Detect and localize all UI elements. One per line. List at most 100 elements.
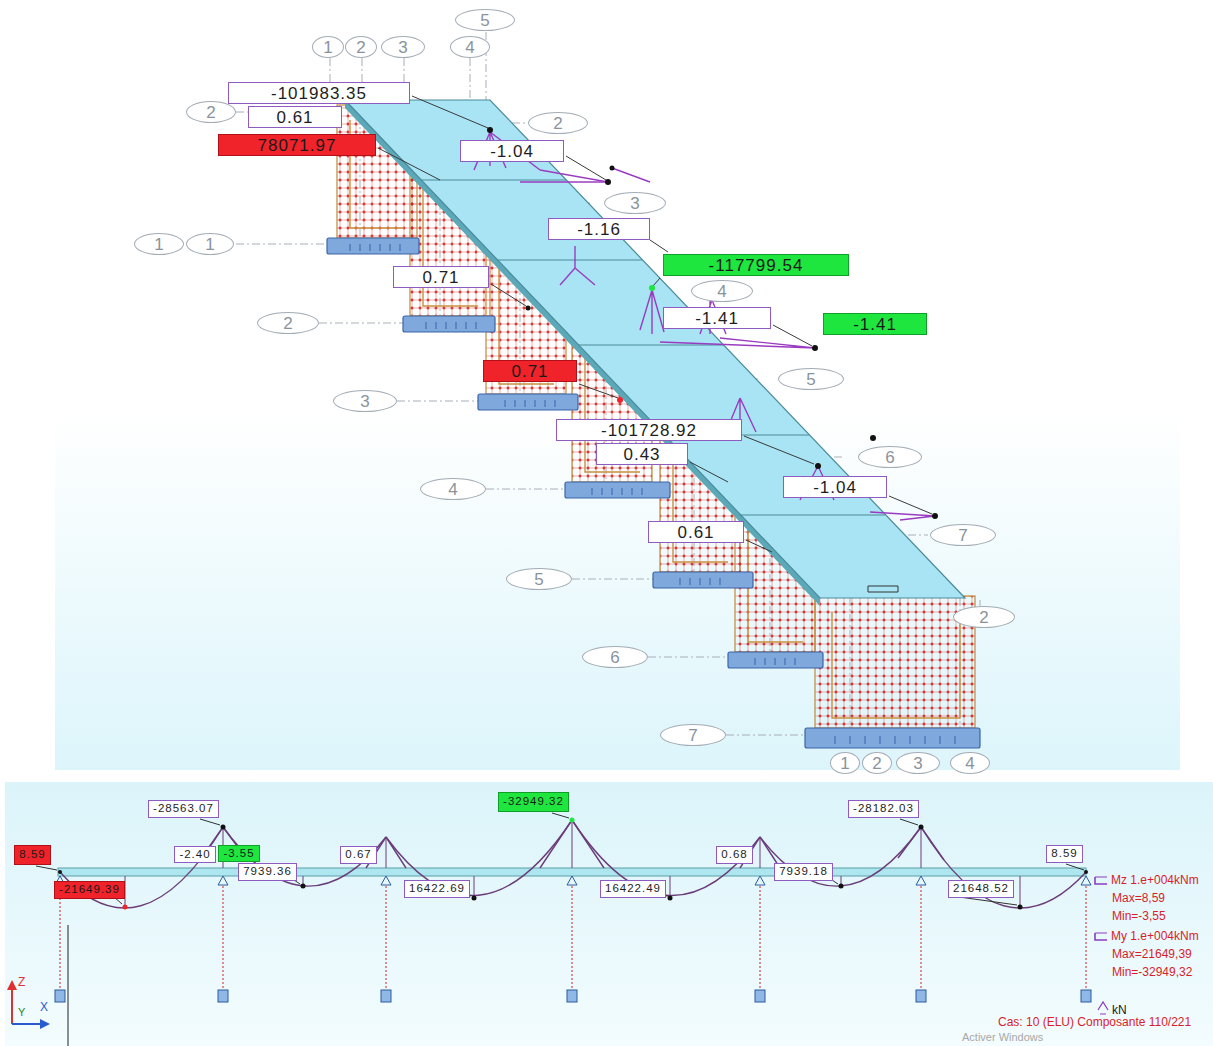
value-text: 78071.97 [258,137,337,154]
result-value-box: -21649.39 [54,881,125,899]
value-text: 4 [465,39,474,56]
value-text: 3 [398,39,407,56]
value-text: 16422.49 [605,883,661,895]
value-text: 8.59 [1051,848,1077,860]
result-point [617,397,623,403]
value-text: 4 [965,755,974,772]
bridge-deck [345,100,965,598]
beam [58,868,1086,876]
value-text: -1.41 [853,316,897,333]
value-text: -1.04 [813,479,857,496]
deck-joint [421,180,885,515]
result-value-box: 7939.36 [238,863,297,881]
value-text: 4 [448,481,457,498]
value-text: -1.04 [490,143,534,160]
frame-edge [68,925,69,1046]
grid-axis-bubble: 4 [450,36,490,58]
moment-diagram [60,820,1086,908]
result-value-box: 16422.69 [404,880,470,898]
legend-text: Mz 1.e+004kNm [1111,874,1199,887]
value-text: -32949.32 [503,796,564,808]
result-value-box: 0.71 [483,360,577,382]
result-value-box: -1.41 [663,307,771,329]
value-text: 6 [610,649,619,666]
grid-axis-bubble: 2 [186,101,236,123]
value-text: -1.16 [577,221,621,238]
value-text: -1.41 [695,310,739,327]
value-text: 0.71 [422,269,459,286]
grid-axis-bubble: 5 [778,368,844,390]
viewport-ground [5,782,1213,1046]
value-text: 1 [840,755,849,772]
value-text: 1 [323,39,332,56]
result-value-box: 0.43 [596,443,688,465]
legend-sample [1094,931,1108,943]
result-value-box: 78071.97 [218,134,376,156]
legend-entry: Mz 1.e+004kNm [1094,874,1199,887]
grid-axis-bubble: 2 [953,606,1015,628]
grid-axis-bubble: 4 [691,280,753,302]
value-text: 4 [717,283,726,300]
grid-axis-bubble: 4 [420,478,486,500]
result-value-box: -101983.35 [228,82,410,104]
result-value-box: -32949.32 [498,792,569,812]
grid-axis-bubble: 5 [455,9,515,31]
value-text: 7 [958,527,967,544]
grid-axis-bubble: 7 [930,524,996,546]
grid-axis-bubble: 3 [896,752,940,774]
grid-axis-bubble: 3 [381,36,425,58]
support-base [55,990,1091,1002]
grid-axis-bubble: 3 [604,192,666,214]
load-case: Cas: 10 (ELU) Composante 110/221 [998,1016,1191,1029]
value-text: 7939.36 [243,866,292,878]
legend-entry: My 1.e+004kNm [1094,930,1199,943]
result-point [58,825,1088,910]
value-text: 0.61 [677,524,714,541]
grid-axis-bubble: 1 [830,752,860,774]
moment-glyph [474,132,935,520]
rebar-outline [350,120,960,718]
axis-triad [7,980,50,1029]
grid-axis-bubble: 7 [660,724,726,746]
grid-axis-bubble: 5 [506,568,572,590]
value-text: 2 [553,115,562,132]
axis-label: X [40,1001,48,1014]
support-line [60,886,1086,990]
leader-line [378,96,932,552]
result-value-box: 0.67 [340,846,377,864]
value-text: 2 [283,315,292,332]
value-text: 5 [534,571,543,588]
grid-axis-bubble: 1 [186,233,234,255]
legend-sample [1094,875,1108,887]
result-point [123,905,128,910]
viewport-ground [55,410,1180,770]
watermark: Activer Windows [962,1031,1043,1043]
support-symbol [55,876,1091,885]
value-text: -117799.54 [709,257,804,274]
result-value-box: -28563.07 [148,800,219,818]
extreme-value: Max=21649,39 [1112,948,1192,961]
result-value-box: 0.68 [716,846,753,864]
result-value-box: 21648.52 [948,880,1014,898]
value-text: 5 [480,12,489,29]
value-text: 2 [872,755,881,772]
result-value-box: -2.40 [174,846,216,863]
value-text: 3 [360,393,369,410]
result-value-box: 0.61 [648,521,744,543]
value-text: -101728.92 [601,422,697,439]
value-text: 1 [154,236,163,253]
grid-axis-bubble: 2 [345,36,377,58]
result-value-box: 8.59 [14,845,51,865]
result-value-box: 0.61 [248,106,342,128]
value-text: 21648.52 [953,883,1009,895]
value-text: -28182.03 [853,803,914,815]
grid-axis-bubble: 2 [257,312,319,334]
grid-axis-bubble: 3 [333,390,397,412]
result-value-box: -28182.03 [848,800,919,818]
value-text: -21649.39 [59,884,120,896]
value-text: 7939.18 [779,866,828,878]
value-text: 5 [806,371,815,388]
value-text: 2 [356,39,365,56]
value-text: 2 [979,609,988,626]
grid-axis-bubble: 6 [858,446,922,468]
